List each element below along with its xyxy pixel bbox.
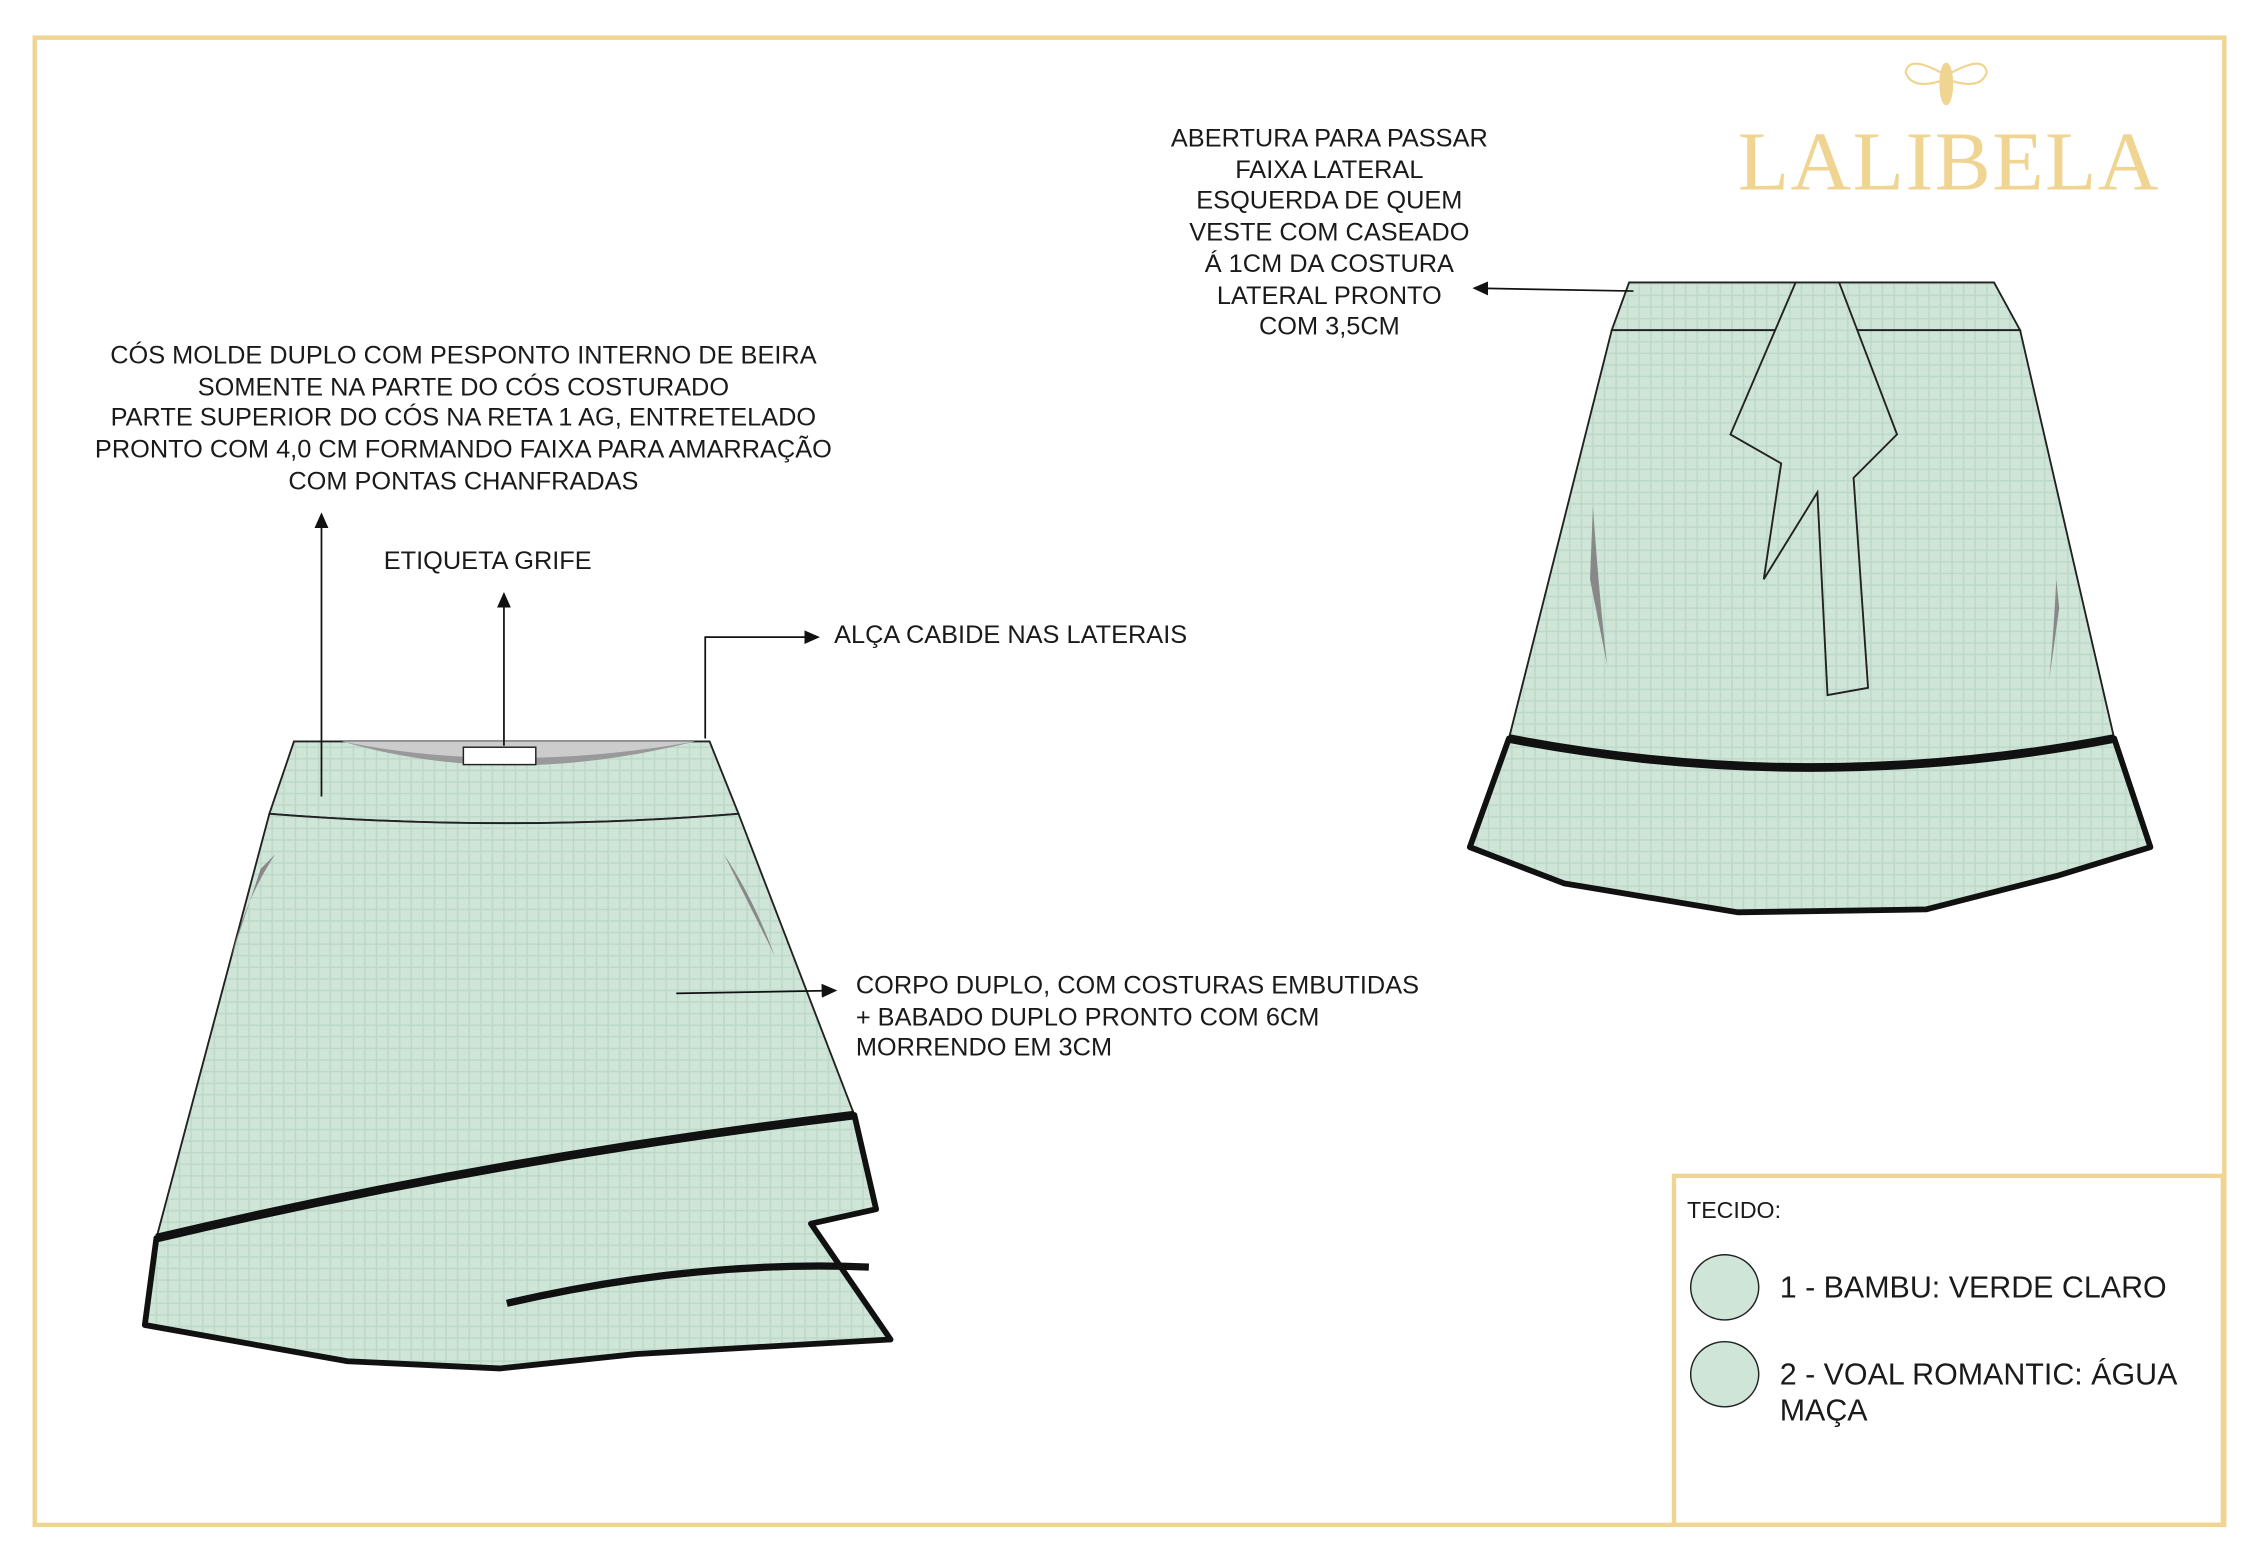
note-line: VESTE COM CASEADO <box>1189 217 1470 247</box>
fabric-item: 1 - BAMBU: VERDE CLARO <box>1689 1254 2214 1321</box>
note-line: + BABADO DUPLO PRONTO COM 6CM <box>855 1001 1320 1031</box>
note-line: CÓS MOLDE DUPLO COM PESPONTO INTERNO DE … <box>110 340 817 370</box>
brand-label-tag <box>462 746 537 766</box>
fabric-box <box>1671 1173 2226 1528</box>
note-line: PRONTO COM 4,0 CM FORMANDO FAIXA PARA AM… <box>94 434 832 464</box>
fabric-label: 1 - BAMBU: VERDE CLARO <box>1779 1271 2167 1305</box>
note-line: MORRENDO EM 3CM <box>855 1033 1113 1063</box>
label-note: ETIQUETA GRIFE <box>383 545 592 575</box>
brand-logo: LALIBELA <box>1737 114 2160 209</box>
note-line: ABERTURA PARA PASSAR <box>1170 123 1488 153</box>
leader-arrows <box>314 281 1634 998</box>
note-line: COM 3,5CM <box>1258 311 1400 341</box>
fabric-title: TECIDO: <box>1687 1199 1782 1224</box>
body-arrow <box>676 983 838 998</box>
hanger-arrow <box>704 630 820 739</box>
fabric-label: 2 - VOAL ROMANTIC: ÁGUA MAÇA <box>1779 1358 2176 1428</box>
note-line: ESQUERDA DE QUEM <box>1196 185 1463 215</box>
back-skirt <box>1466 281 2154 916</box>
waistband-note: CÓS MOLDE DUPLO COM PESPONTO INTERNO DE … <box>58 340 869 497</box>
opening-note: ABERTURA PARA PASSAR FAIXA LATERAL ESQUE… <box>1141 123 1518 343</box>
opening-arrow <box>1472 281 1634 296</box>
fabric-item: 2 - VOAL ROMANTIC: ÁGUA MAÇA <box>1689 1340 2214 1429</box>
note-line: CORPO DUPLO, COM COSTURAS EMBUTIDAS <box>855 970 1420 1000</box>
fabric-swatch <box>1689 1340 1760 1408</box>
note-line: SOMENTE NA PARTE DO CÓS COSTURADO <box>197 371 730 401</box>
page-border <box>32 35 2227 1528</box>
body-note: CORPO DUPLO, COM COSTURAS EMBUTIDAS + BA… <box>856 970 1419 1064</box>
fabric-swatch <box>1689 1254 1760 1321</box>
tie-bow-icon <box>1729 281 1899 697</box>
note-line: LATERAL PRONTO <box>1216 280 1442 310</box>
note-line: Á 1CM DA COSTURA <box>1204 248 1454 278</box>
note-line: COM PONTAS CHANFRADAS <box>288 466 639 495</box>
hanger-note: ALÇA CABIDE NAS LATERAIS <box>834 619 1188 649</box>
note-line: FAIXA LATERAL <box>1235 154 1424 184</box>
note-line: PARTE SUPERIOR DO CÓS NA RETA 1 AG, ENTR… <box>110 403 817 433</box>
bee-icon <box>1904 62 1988 106</box>
front-skirt <box>141 740 894 1372</box>
